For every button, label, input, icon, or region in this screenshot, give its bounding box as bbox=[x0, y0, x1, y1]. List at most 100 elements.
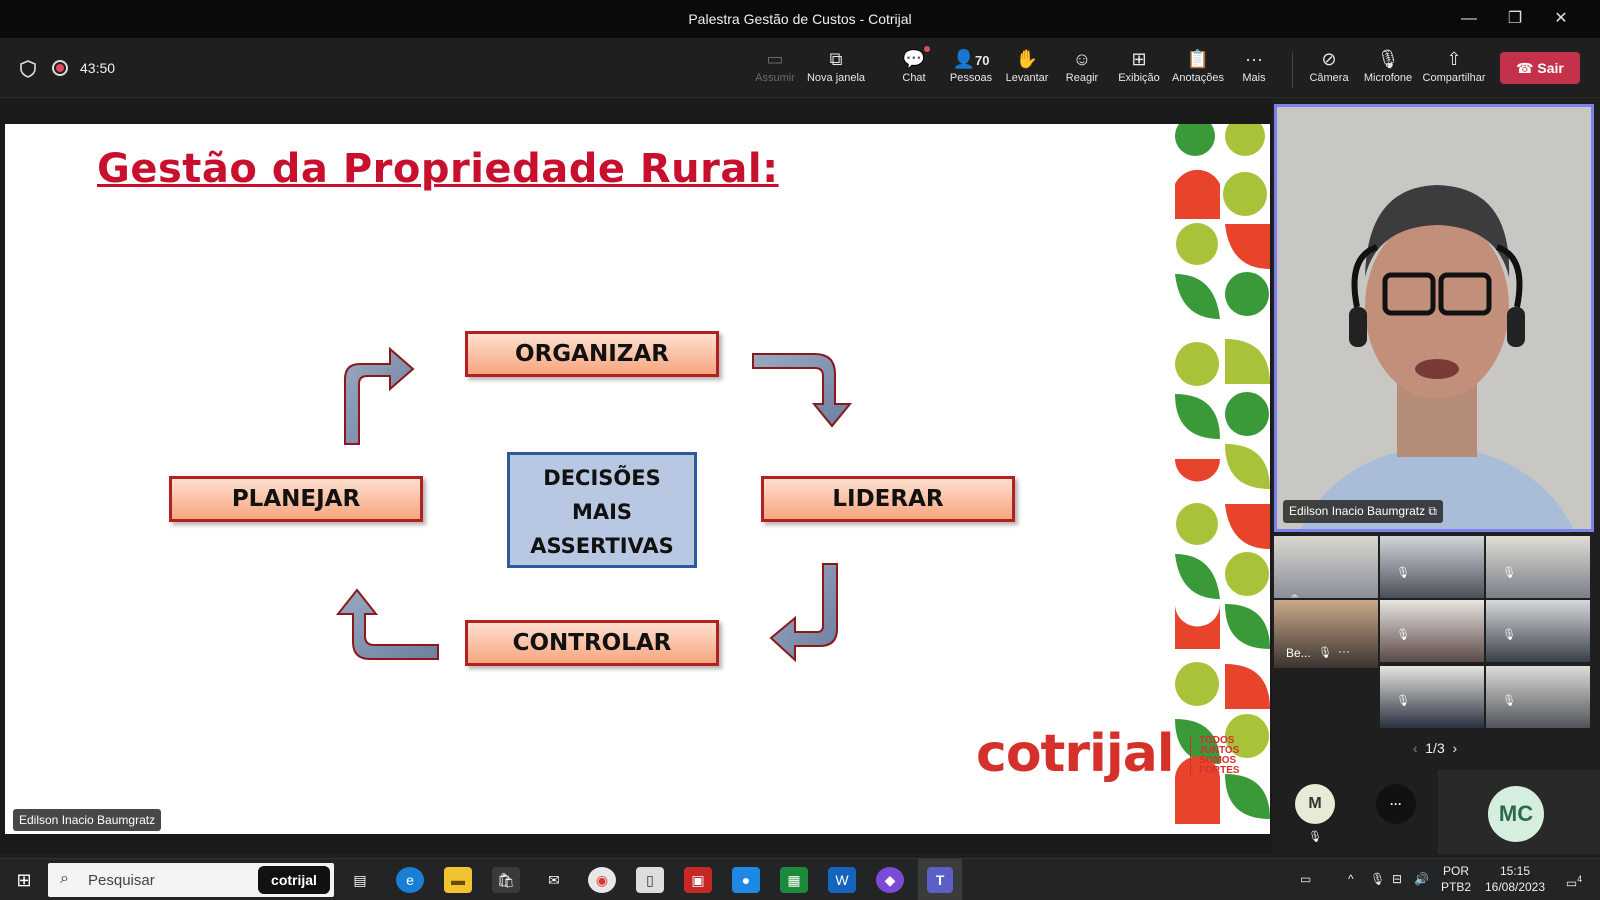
raise-hand-icon: ✋ bbox=[1015, 49, 1039, 69]
spreadsheet-icon[interactable]: ▦ bbox=[780, 867, 808, 893]
chat-icon: 💬 bbox=[896, 46, 932, 72]
decorative-leaf-pattern bbox=[1175, 124, 1270, 824]
cycle-arrows bbox=[335, 346, 853, 663]
maps-icon[interactable]: ◆ bbox=[876, 867, 904, 893]
participant-tile[interactable]: 🎙 bbox=[1380, 536, 1484, 598]
participant-tile-mc[interactable]: MC bbox=[1438, 770, 1600, 854]
cotrijal-logo: cotrijal bbox=[976, 724, 1175, 784]
clock[interactable]: 15:15 16/08/2023 bbox=[1484, 864, 1546, 894]
shared-content-stage: Gestão da Propriedade Rural: ORGANIZAR P… bbox=[0, 99, 1272, 854]
levantar-button[interactable]: ✋ Levantar bbox=[1004, 46, 1050, 92]
presenter-video bbox=[1277, 107, 1591, 529]
recording-icon bbox=[52, 60, 68, 76]
mic-off-icon: 🎙 bbox=[1318, 647, 1332, 659]
camera-off-icon: ⊘ bbox=[1321, 49, 1337, 69]
notification-count: 4 bbox=[1577, 874, 1583, 884]
mic-off-icon: 🎙 bbox=[1376, 49, 1400, 69]
participant-gallery: 🎙 🎙 🎙 Be... 🎙 ··· 🎙 🎙 🎙 🎙 bbox=[1274, 536, 1600, 732]
taskbar-search[interactable]: ⌕ Pesquisar cotrijal bbox=[48, 863, 334, 897]
close-icon[interactable]: ✕ bbox=[1554, 10, 1568, 27]
store-icon[interactable]: 🛍 bbox=[492, 867, 520, 893]
assumir-button[interactable]: ▭ Assumir bbox=[752, 46, 798, 92]
language-indicator[interactable]: POR PTB2 bbox=[1440, 864, 1471, 894]
chat-app-icon[interactable]: ● bbox=[732, 867, 760, 893]
arrow-liderar-to-controlar bbox=[769, 563, 838, 663]
exibicao-button[interactable]: ⊞ Exibição bbox=[1114, 46, 1164, 92]
search-icon: ⌕ bbox=[60, 870, 69, 887]
mic-off-icon: 🎙 bbox=[1288, 594, 1302, 598]
arrow-planejar-to-organizar bbox=[344, 346, 415, 445]
mic-off-icon: 🎙 bbox=[1396, 695, 1410, 707]
chevron-right-icon[interactable]: › bbox=[1444, 740, 1458, 756]
share-icon: ⇧ bbox=[1446, 49, 1462, 69]
camera-button[interactable]: ⊘ Câmera bbox=[1306, 46, 1352, 92]
pessoas-button[interactable]: 👤70 Pessoas bbox=[949, 49, 993, 84]
document-icon[interactable]: ▯ bbox=[636, 867, 664, 893]
presenter-video-tile[interactable]: Edilson Inacio Baumgratz ⧉ bbox=[1274, 104, 1594, 532]
grid-view-icon: ⊞ bbox=[1131, 49, 1147, 69]
edge-icon[interactable]: e bbox=[396, 867, 424, 893]
task-view-icon[interactable]: ▤ bbox=[353, 872, 367, 888]
search-highlight-badge: cotrijal bbox=[258, 866, 330, 894]
meeting-timer: 43:50 bbox=[80, 60, 116, 76]
box-planejar: PLANEJAR bbox=[169, 476, 423, 522]
mail-icon[interactable]: ✉ bbox=[548, 872, 560, 888]
volume-icon[interactable]: 🔊 bbox=[1414, 872, 1429, 886]
reagir-button[interactable]: ☺ Reagir bbox=[1062, 46, 1102, 92]
avatar-mc: MC bbox=[1488, 786, 1544, 842]
windows-start-icon[interactable]: ⊞ bbox=[16, 870, 32, 890]
teams-icon[interactable]: T bbox=[918, 859, 962, 900]
participant-tile[interactable]: 🎙 bbox=[1380, 600, 1484, 662]
more-icon: ··· bbox=[1245, 49, 1263, 69]
participant-tile[interactable]: 🎙 bbox=[1486, 536, 1590, 598]
window-title: Palestra Gestão de Custos - Cotrijal bbox=[688, 11, 912, 27]
title-bar: Palestra Gestão de Custos - Cotrijal — ❐… bbox=[0, 0, 1600, 38]
display-icon[interactable]: ▭ bbox=[1300, 872, 1312, 886]
participant-tile[interactable]: 🎙 bbox=[1486, 666, 1590, 728]
notification-center-icon[interactable]: ▭4 bbox=[1565, 874, 1583, 890]
popout-icon: ⧉ bbox=[829, 49, 843, 69]
compartilhar-button[interactable]: ⇧ Compartilhar bbox=[1420, 46, 1488, 92]
logo-tagline: TODOS JUNTOS SOMOS FORTES bbox=[1190, 736, 1240, 776]
chrome-icon[interactable]: ◉ bbox=[588, 867, 616, 893]
chevron-up-icon[interactable]: ^ bbox=[1348, 872, 1354, 886]
mic-off-icon: 🎙 bbox=[1396, 629, 1410, 641]
arrow-controlar-to-planejar bbox=[335, 588, 439, 660]
participant-tile[interactable]: 🎙 bbox=[1486, 600, 1590, 662]
smile-icon: ☺ bbox=[1072, 49, 1092, 69]
microfone-button[interactable]: 🎙 Microfone bbox=[1360, 46, 1416, 92]
avatar-m[interactable]: M bbox=[1295, 784, 1335, 824]
people-count: 70 bbox=[974, 53, 990, 68]
mic-off-icon: 🎙 bbox=[1502, 567, 1516, 579]
presentation-slide: Gestão da Propriedade Rural: ORGANIZAR P… bbox=[5, 124, 1270, 834]
presenter-video-name: Edilson Inacio Baumgratz ⧉ bbox=[1283, 500, 1443, 523]
app-box-icon[interactable]: ▣ bbox=[684, 867, 712, 893]
microphone-icon[interactable]: 🎙 bbox=[1370, 872, 1386, 886]
shield-icon bbox=[20, 60, 36, 78]
network-icon[interactable]: ⊟ bbox=[1392, 872, 1403, 886]
mic-off-icon: 🎙 bbox=[1502, 629, 1516, 641]
participant-tile[interactable]: 🎙 bbox=[1274, 536, 1378, 598]
nova-janela-button[interactable]: ⧉ Nova janela bbox=[806, 46, 866, 92]
minimize-icon[interactable]: — bbox=[1461, 10, 1477, 27]
chat-button[interactable]: 💬 Chat bbox=[896, 46, 932, 92]
mais-button[interactable]: ··· Mais bbox=[1236, 46, 1272, 92]
arrow-organizar-to-liderar bbox=[752, 353, 853, 428]
file-explorer-icon[interactable]: ▬ bbox=[444, 867, 472, 893]
participant-tile[interactable]: 🎙 bbox=[1380, 666, 1484, 728]
more-options-icon[interactable]: ··· bbox=[1338, 644, 1350, 658]
mic-off-icon: 🎙 bbox=[1396, 567, 1410, 579]
anotacoes-button[interactable]: 📋 Anotações bbox=[1170, 46, 1226, 92]
leave-button[interactable]: ☎ Sair bbox=[1500, 52, 1580, 84]
toolbar-divider bbox=[1292, 52, 1293, 88]
chevron-left-icon[interactable]: ‹ bbox=[1412, 740, 1426, 756]
restore-icon[interactable]: ❐ bbox=[1507, 10, 1523, 27]
phone-hangup-icon: ☎ bbox=[1516, 60, 1538, 76]
word-icon[interactable]: W bbox=[828, 867, 856, 893]
mic-off-icon: 🎙 bbox=[1308, 831, 1322, 843]
participant-tile-be[interactable]: Be... 🎙 ··· bbox=[1274, 600, 1378, 668]
more-participants-avatar[interactable]: ··· bbox=[1376, 784, 1416, 824]
box-liderar: LIDERAR bbox=[761, 476, 1015, 522]
screen-share-icon: ⧉ bbox=[1428, 504, 1437, 518]
slide-title: Gestão da Propriedade Rural: bbox=[97, 146, 779, 192]
